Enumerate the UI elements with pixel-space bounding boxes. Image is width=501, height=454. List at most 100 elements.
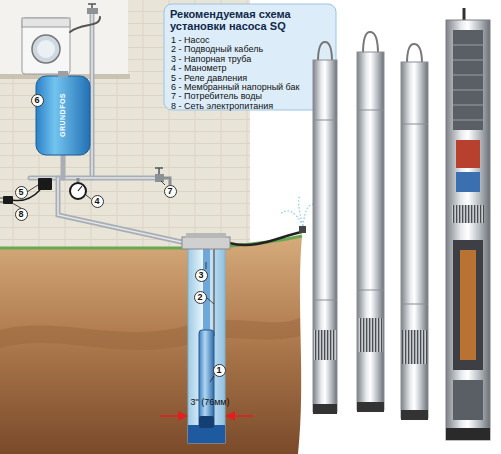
soil: [0, 236, 302, 454]
manometer: [70, 178, 86, 199]
utility-room: [0, 0, 128, 74]
supply-pipe-highlight: [58, 178, 186, 243]
leader-line: [206, 297, 214, 304]
pump-end: [199, 416, 214, 428]
dimension-label: 3" (76мм): [166, 397, 254, 407]
callout-text: 2: [197, 293, 202, 302]
pump-foot: [446, 428, 490, 440]
legend-item: 6 - Мембранный напорный бак: [171, 82, 333, 92]
pump-intake: [314, 330, 336, 360]
pump-foot: [401, 410, 428, 420]
house-piping: [30, 14, 186, 243]
pump-photo: [357, 32, 384, 412]
callout-number: 1: [213, 364, 226, 377]
pump-body: [446, 20, 490, 440]
legend-item: 3 - Напорная труба: [171, 54, 333, 64]
submersible-cable: [214, 248, 215, 336]
grass: [0, 236, 302, 248]
callout-number: 7: [164, 185, 177, 198]
pump-joint: [313, 120, 337, 300]
leader-line: [210, 376, 214, 382]
pump-joint: [357, 110, 384, 290]
supply-pipe: [58, 178, 186, 243]
callout-number: 8: [15, 208, 28, 221]
dimension: [160, 416, 253, 417]
pump: [199, 330, 214, 428]
machine-body: [22, 18, 70, 74]
soil-layer: [0, 318, 300, 350]
machine-door: [32, 35, 60, 63]
pump-cutaway: [446, 8, 490, 440]
tap-body: [155, 174, 164, 182]
tank-valve: [58, 71, 68, 77]
callout-text: 1: [216, 366, 221, 375]
pump-photo: [401, 44, 428, 420]
dimension-arrow: [160, 415, 187, 417]
pump-handle: [407, 44, 422, 64]
pump-intake: [358, 318, 383, 352]
washing-machine: [22, 18, 70, 74]
consumer-tap: [155, 168, 170, 185]
garden-sprinkler: [229, 196, 318, 245]
machine-hose: [70, 17, 100, 32]
tap-handle: [155, 168, 163, 174]
pump-intake: [452, 205, 484, 223]
legend-box: [164, 4, 336, 110]
callout-number: 2: [194, 291, 207, 304]
callout-text: 4: [94, 197, 99, 206]
pump-stages: [453, 30, 483, 130]
legend-item: 8 - Сеть электропитания: [171, 101, 333, 111]
callout-text: 8: [18, 210, 23, 219]
pump-part: [456, 172, 480, 192]
callout-text: 3: [198, 271, 203, 280]
well-head: [182, 237, 230, 249]
callout-text: 6: [34, 96, 39, 105]
pump-handle: [318, 42, 332, 62]
legend-item: 2 - Подводный кабель: [171, 44, 333, 54]
callout-number: 3: [195, 269, 208, 282]
legend-item: 7 - Потребитель воды: [171, 91, 333, 101]
tap-handle: [88, 4, 96, 8]
riser-pipe-highlight: [91, 14, 93, 178]
leader-lines: [12, 181, 214, 382]
upper-tap: [87, 4, 98, 14]
callout-number: 4: [91, 195, 104, 208]
pump-foot: [357, 402, 384, 412]
callout-text: 5: [18, 188, 23, 197]
water-spray: [280, 196, 318, 226]
leader-line: [27, 185, 38, 192]
well-casing: [188, 248, 225, 443]
tap-body: [87, 8, 98, 14]
motor-rotor: [460, 250, 476, 360]
leader-line: [86, 195, 91, 199]
pump-intake: [402, 330, 427, 364]
leader-line: [161, 181, 165, 185]
riser-pipe: [203, 248, 210, 332]
pump-handle: [363, 32, 378, 54]
machine-panel: [22, 18, 70, 27]
sprinkler-head: [299, 226, 306, 233]
gauge-dial: [70, 183, 86, 199]
garden-hose: [229, 232, 302, 245]
diagram-title: Рекомендуемая схема установки насоса SQ: [170, 8, 332, 33]
motor-base: [453, 380, 483, 420]
ground: [0, 236, 302, 454]
well-lid: [186, 233, 226, 238]
legend-item: 1 - Насос: [171, 35, 333, 45]
pump-body: [401, 62, 428, 418]
callout-text: 7: [167, 187, 172, 196]
power-plug: [0, 196, 13, 204]
plug-pins: [0, 198, 3, 202]
machine-glass: [37, 40, 55, 58]
well: [182, 233, 230, 443]
leader-line: [206, 262, 207, 269]
pump-part: [456, 140, 480, 168]
pump-joint: [401, 124, 428, 304]
brand-logo: GRUNDFOS: [59, 93, 67, 137]
plug-body: [3, 196, 13, 204]
impeller-lines: [453, 45, 483, 120]
dimension-arrow: [226, 415, 253, 417]
pump-photo: [313, 42, 337, 414]
